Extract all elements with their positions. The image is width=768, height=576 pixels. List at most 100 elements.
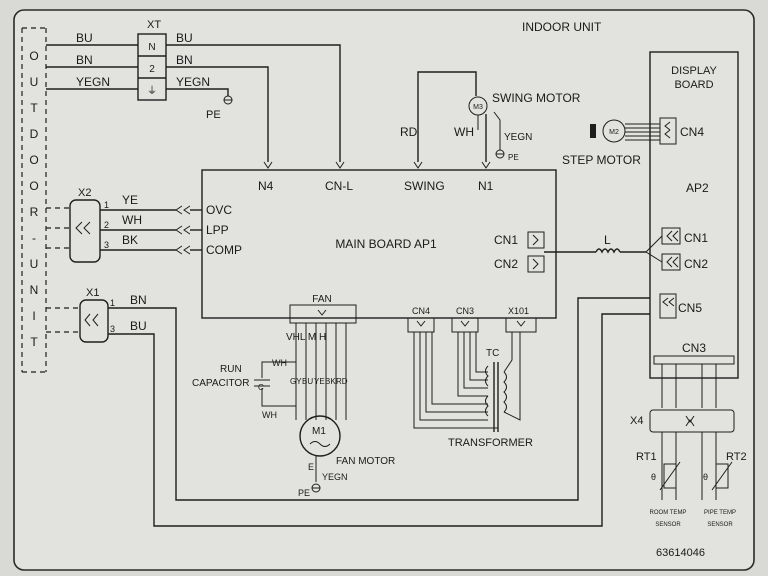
fan-ground: YEGN xyxy=(322,472,348,482)
xt-terminal: ⏚ xyxy=(147,85,157,97)
port-cn3: CN3 xyxy=(456,306,474,316)
wire-label: BN xyxy=(130,293,147,307)
pin-label: 1 xyxy=(110,298,115,308)
sensor-section: X4 RT1 θ ROOM TEMP SENSOR RT2 θ PIPE TEM… xyxy=(630,364,747,528)
main-board-label: MAIN BOARD AP1 xyxy=(335,237,437,251)
xt-label: XT xyxy=(147,19,161,31)
outdoor-letter: I xyxy=(32,309,35,323)
xt-terminal: 2 xyxy=(149,64,155,75)
wire-label: YE xyxy=(122,193,138,207)
fan-wire-color: GY xyxy=(290,377,302,386)
step-motor: M2 STEP MOTOR xyxy=(562,119,660,167)
port-ovc: OVC xyxy=(206,203,232,217)
fan-connector: FAN VHL M H GY BU YE BK RD xyxy=(286,294,357,420)
sensor-symbol: θ xyxy=(703,472,708,482)
display-board-label: DISPLAY xyxy=(671,65,717,77)
port-cn4: CN4 xyxy=(412,306,430,316)
port-comp: COMP xyxy=(206,243,242,257)
wire-label: BK xyxy=(122,233,138,247)
fan-wire-color: BK xyxy=(325,377,336,386)
document-number: 63614046 xyxy=(656,547,705,559)
port-lpp: LPP xyxy=(206,223,229,237)
capacitor-label: RUN xyxy=(220,364,242,375)
fan-label: FAN xyxy=(312,294,331,305)
port-cn-l: CN-L xyxy=(325,179,353,193)
run-capacitor: RUN CAPACITOR C WH WH xyxy=(192,358,296,420)
outdoor-letter: U xyxy=(30,257,39,271)
fan-motor-symbol: M1 xyxy=(312,426,326,437)
sensor-caption: PIPE TEMP xyxy=(704,510,736,516)
x4-label: X4 xyxy=(630,415,643,427)
swing-motor-symbol: M3 xyxy=(473,104,483,111)
outdoor-letter: T xyxy=(30,335,38,349)
wire-label: BU xyxy=(76,31,93,45)
display-board-ap: AP2 xyxy=(686,181,709,195)
pin-label: 1 xyxy=(104,200,109,210)
wire-label: WH xyxy=(122,213,142,227)
wire-label: WH xyxy=(262,410,277,420)
pin-label: 3 xyxy=(104,240,109,250)
outdoor-letter: U xyxy=(30,75,39,89)
pe-label: PE xyxy=(298,488,310,498)
port-cn3: CN3 xyxy=(682,341,706,355)
pe-label: PE xyxy=(206,109,221,121)
port-swing: SWING xyxy=(404,179,445,193)
capacitor-label: CAPACITOR xyxy=(192,378,249,389)
wire-label: YEGN xyxy=(504,132,532,143)
wire-label: BU xyxy=(130,319,147,333)
outdoor-letter: O xyxy=(29,179,38,193)
inductor-label: L xyxy=(604,233,611,247)
diagram-title: INDOOR UNIT xyxy=(522,20,602,34)
wire-label: RD xyxy=(400,125,418,139)
swing-motor: M3 SWING MOTOR RD WH YEGN PE xyxy=(400,71,581,162)
port-cn5: CN5 xyxy=(678,301,702,315)
port-n4: N4 xyxy=(258,179,274,193)
fan-motor-label: FAN MOTOR xyxy=(336,456,395,467)
wire-label: WH xyxy=(272,358,287,368)
sensor-rt1: RT1 xyxy=(636,451,657,463)
port-x101: X101 xyxy=(508,306,529,316)
x1-label: X1 xyxy=(86,287,99,299)
sheet-frame xyxy=(13,9,755,571)
port-n1: N1 xyxy=(478,179,494,193)
sensor-caption: SENSOR xyxy=(707,522,733,528)
fan-wire-color: RD xyxy=(336,377,348,386)
pe-label: PE xyxy=(508,153,519,162)
pin-label: 2 xyxy=(104,220,109,230)
transformer-section: CN4 CN3 X101 TC TRANSFORMER xyxy=(407,306,537,449)
pin-label: 3 xyxy=(110,324,115,334)
port-cn1: CN1 xyxy=(684,231,708,245)
sensor-caption: SENSOR xyxy=(655,522,681,528)
port-cn4: CN4 xyxy=(680,125,704,139)
step-motor-symbol: M2 xyxy=(609,129,619,136)
connector-x2: X2 1 2 3 YE WH BK xyxy=(46,187,202,263)
wire-label: BU xyxy=(176,31,193,45)
display-board-ap2: DISPLAY BOARD AP2 CN4 CN1 CN2 CN5 CN3 xyxy=(649,51,739,379)
x2-label: X2 xyxy=(78,187,91,199)
fan-earth: E xyxy=(308,462,314,472)
sensor-symbol: θ xyxy=(651,472,656,482)
fan-wire-color: BU xyxy=(302,377,313,386)
transformer-label: TRANSFORMER xyxy=(448,437,533,449)
outdoor-letter: N xyxy=(30,283,39,297)
outdoor-letter: - xyxy=(32,231,36,245)
wire-label: YEGN xyxy=(176,75,210,89)
outdoor-letter: D xyxy=(30,127,39,141)
connector-x1: X1 1 3 BN BU xyxy=(46,287,650,527)
outdoor-to-xt-wires: BU BN YEGN xyxy=(46,31,138,90)
wire-label: BN xyxy=(176,53,193,67)
board-interconnect: L xyxy=(544,233,663,263)
wire-label: WH xyxy=(454,125,474,139)
capacitor-symbol: C xyxy=(258,383,264,392)
display-board-label: BOARD xyxy=(674,79,713,91)
port-cn2: CN2 xyxy=(684,257,708,271)
port-cn1: CN1 xyxy=(494,233,518,247)
outdoor-letter: R xyxy=(30,205,39,219)
outdoor-letter: O xyxy=(29,153,38,167)
sensor-caption: ROOM TEMP xyxy=(650,510,687,516)
swing-motor-label: SWING MOTOR xyxy=(492,91,581,105)
transformer-symbol: TC xyxy=(486,348,499,359)
sensor-rt2: RT2 xyxy=(726,451,747,463)
fan-motor: M1 FAN MOTOR E YEGN PE xyxy=(298,415,395,498)
